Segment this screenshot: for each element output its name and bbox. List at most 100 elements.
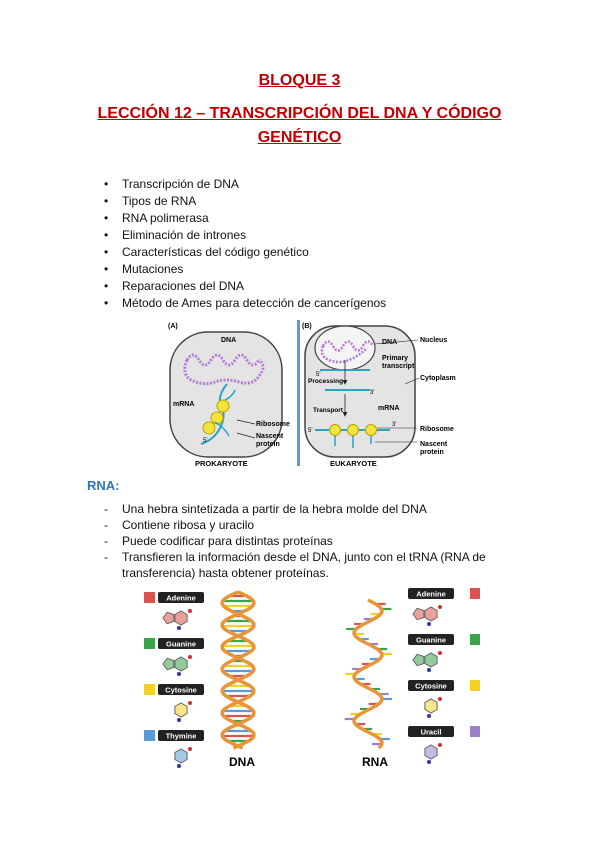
list-item: Tipos de RNA	[104, 193, 386, 210]
lesson-title-line2: GENÉTICO	[257, 129, 342, 146]
base-molecule	[424, 652, 438, 668]
eukaryote-dna	[320, 340, 375, 364]
base-name: Thymine	[166, 732, 197, 741]
list-item: Puede codificar para distintas proteínas	[104, 534, 514, 550]
base-name: Cytosine	[415, 682, 447, 691]
dna-label: DNA	[229, 755, 255, 769]
base-molecule	[174, 702, 188, 718]
atom	[177, 626, 181, 630]
base-molecule-ring	[412, 607, 425, 621]
block-title: BLOQUE 3	[258, 72, 341, 89]
label-dna: DNA	[221, 337, 236, 344]
prokaryote-mrna	[200, 383, 228, 445]
ribosome	[347, 424, 359, 436]
base-molecule	[424, 698, 438, 714]
label-cytoplasm: Cytoplasm	[420, 375, 456, 382]
list-item: Una hebra sintetizada a partir de la heb…	[104, 502, 514, 518]
base-color-swatch	[144, 592, 155, 603]
base-molecule	[424, 744, 438, 760]
label-five-a: 5'	[316, 372, 320, 378]
base-name-tag	[158, 592, 204, 603]
list-item: Mutaciones	[104, 261, 386, 278]
base-color-swatch	[470, 680, 480, 691]
list-item: RNA polimerasa	[104, 210, 386, 227]
base-molecule	[174, 656, 188, 672]
list-item: Reparaciones del DNA	[104, 278, 386, 295]
ribosome	[202, 421, 216, 435]
base-name-tag	[408, 634, 454, 645]
rna-heading: RNA:	[87, 478, 120, 493]
base-color-swatch	[144, 638, 155, 649]
ribosome	[329, 424, 341, 436]
atom	[188, 655, 192, 659]
label-ribosome: Ribosome	[420, 426, 454, 433]
base-name: Cytosine	[165, 686, 197, 695]
base-molecule	[174, 748, 188, 764]
panel-b-label: (B)	[302, 323, 312, 330]
atom	[188, 609, 192, 613]
atom	[438, 651, 442, 655]
ribosome	[365, 424, 377, 436]
atom	[438, 743, 442, 747]
ribosome	[216, 399, 230, 413]
label-nucleus: Nucleus	[420, 337, 447, 344]
base-name: Guanine	[416, 636, 446, 645]
base-color-swatch	[144, 730, 155, 741]
base-color-swatch	[144, 684, 155, 695]
topics-list: Transcripción de DNA Tipos de RNA RNA po…	[104, 176, 386, 312]
lesson-title: LECCIÓN 12 – TRANSCRIPCIÓN DEL DNA Y CÓD…	[0, 102, 599, 150]
atom	[177, 672, 181, 676]
dna-helix	[220, 590, 256, 750]
base-molecule-ring	[412, 653, 425, 667]
backbone-strand	[220, 590, 256, 750]
base-name-tag	[408, 726, 454, 737]
panel-a-label: (A)	[168, 323, 178, 330]
base-color-swatch	[470, 588, 480, 599]
base-name: Adenine	[416, 590, 446, 599]
label-mrna: mRNA	[378, 405, 399, 412]
list-item: Método de Ames para detección de cancerí…	[104, 295, 386, 312]
atom	[427, 622, 431, 626]
atom	[177, 764, 181, 768]
rna-label: RNA	[362, 755, 388, 769]
label-five-b: 5'	[308, 428, 312, 434]
list-item: Transfieren la información desde el DNA,…	[104, 550, 514, 581]
label-processing: Processing	[308, 378, 343, 385]
base-molecule	[424, 606, 438, 622]
lesson-title-line1: LECCIÓN 12 – TRANSCRIPCIÓN DEL DNA Y CÓD…	[97, 105, 502, 122]
label-three-a: 3'	[370, 390, 374, 396]
base-name: Uracil	[421, 728, 442, 737]
atom	[438, 605, 442, 609]
base-color-swatch	[470, 634, 480, 645]
backbone-strand	[352, 598, 384, 750]
base-name: Guanine	[166, 640, 196, 649]
base-color-swatch	[470, 726, 480, 737]
figure-divider	[297, 320, 300, 466]
base-name-tag	[408, 588, 454, 599]
label-transport: Transport	[313, 407, 344, 414]
atom	[427, 668, 431, 672]
atom	[427, 714, 431, 718]
base-molecule-ring	[162, 657, 175, 671]
atom	[427, 760, 431, 764]
ribosome	[210, 411, 224, 425]
backbone-strand	[220, 590, 256, 750]
prokaryote-dna	[183, 353, 265, 386]
base-name-tag	[408, 680, 454, 691]
list-item: Transcripción de DNA	[104, 176, 386, 193]
base-molecule-ring	[162, 611, 175, 625]
base-name-tag	[158, 638, 204, 649]
label-mrna: mRNA	[173, 401, 194, 408]
prokaryote-cell	[169, 331, 283, 458]
atom	[188, 747, 192, 751]
atom	[438, 697, 442, 701]
base-molecule	[174, 610, 188, 626]
list-item: Contiene ribosa y uracilo	[104, 518, 514, 534]
atom	[177, 718, 181, 722]
eukaryote-caption: EUKARYOTE	[330, 459, 377, 468]
